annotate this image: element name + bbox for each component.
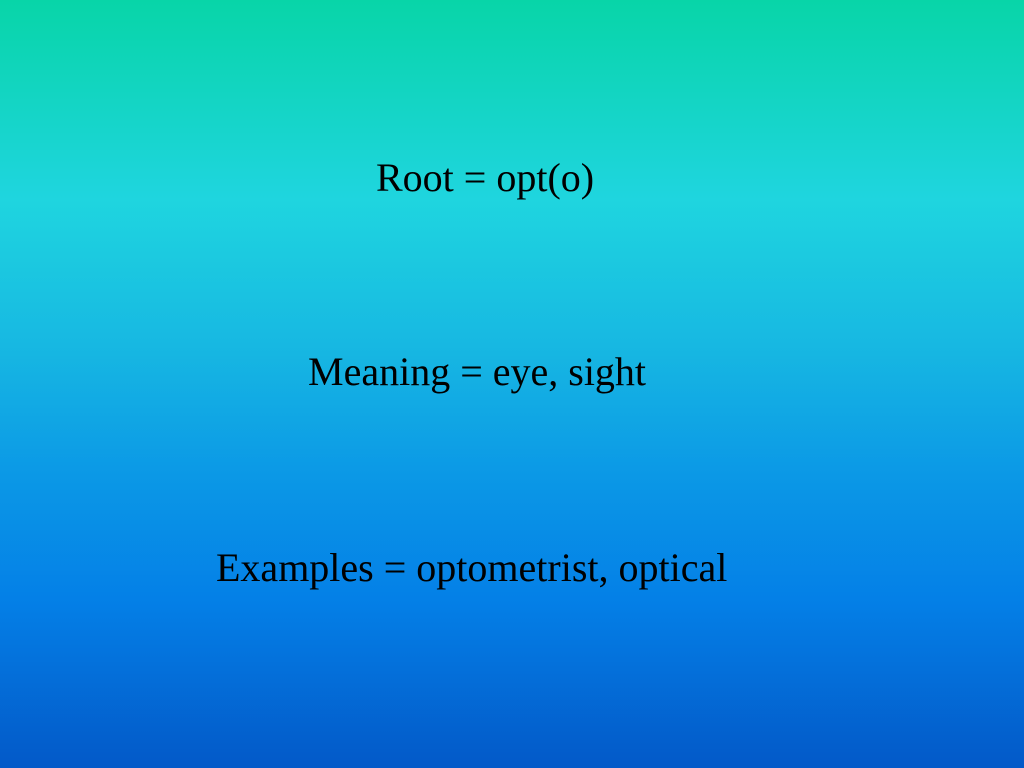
meaning-line: Meaning = eye, sight: [308, 349, 647, 394]
root-line: Root = opt(o): [376, 155, 595, 200]
examples-line: Examples = optometrist, optical: [216, 545, 728, 590]
